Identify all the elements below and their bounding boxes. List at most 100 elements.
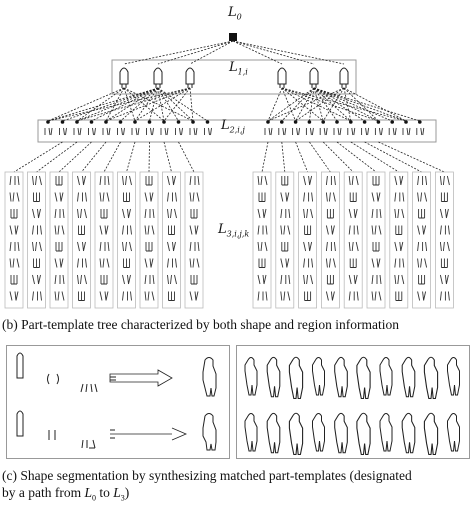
l3-template-shape	[348, 274, 358, 285]
l3-template-shape	[189, 258, 200, 268]
l3-template-shape	[258, 258, 266, 268]
l3-template-shape	[122, 208, 131, 219]
l3-template-shape	[77, 258, 87, 268]
edge-l1-l2	[123, 87, 194, 122]
edge-l1-l2	[281, 87, 296, 122]
edge-l1-l2	[267, 87, 283, 122]
l3-template-shape	[280, 274, 291, 285]
l3-template-shape	[122, 225, 132, 235]
level-label-l0: L0	[228, 5, 242, 22]
l1-templates	[119, 67, 349, 88]
l3-template-shape	[348, 175, 359, 186]
l3-template-shape	[325, 225, 335, 235]
l3-template-shape	[9, 291, 19, 301]
edge-l1-l2	[105, 87, 159, 122]
l3-template-shape	[349, 192, 357, 202]
l2-template-shape	[319, 127, 328, 136]
l3-template-shape	[325, 241, 336, 252]
segmentation-silhouette	[334, 356, 348, 398]
l3-template-shape	[168, 291, 175, 301]
edge-l1-l2	[163, 87, 191, 122]
edge-l1-l2	[313, 87, 420, 122]
l3-template-shape	[280, 192, 290, 202]
l3-column-box	[94, 171, 114, 309]
edge-l1-l2	[313, 87, 393, 122]
part-template-tree	[4, 33, 454, 309]
l3-column-box	[252, 171, 272, 309]
edge-l1-l2	[134, 87, 159, 122]
l1-template-shape	[185, 67, 195, 88]
caption-c-line1: (c) Shape segmentation by synthesizing m…	[2, 468, 412, 483]
l3-template-shape	[439, 175, 450, 186]
l3-template-shape	[167, 192, 177, 202]
edge-l1-l2	[313, 87, 352, 122]
l2-template-shape	[416, 127, 425, 136]
l3-template-shape	[55, 176, 63, 186]
l3-template-shape	[439, 241, 450, 252]
segmentation-results-panel	[236, 345, 470, 459]
l2-template-shape	[88, 127, 96, 136]
segmentation-silhouette	[447, 413, 460, 452]
l3-template-shape	[371, 192, 381, 202]
l3-column-box	[27, 171, 46, 309]
legs-part-template-2	[81, 439, 96, 449]
l2-node-dot	[118, 120, 123, 124]
edge-l2-l3	[103, 141, 121, 173]
l3-template-shape	[54, 274, 65, 285]
l3-template-shape	[371, 208, 382, 219]
l2-node-dot	[280, 120, 284, 124]
l3-template-shape	[99, 192, 110, 202]
l3-template-shape	[371, 291, 382, 301]
l2-node-dot	[266, 120, 270, 124]
l2-template-shape	[44, 127, 53, 136]
l3-template-shape	[189, 241, 200, 252]
l3-template-shape	[32, 274, 41, 285]
l2-template-shape	[361, 127, 370, 136]
caption-c-line2: by a path from L0 to L3)	[2, 485, 130, 503]
silhouette-result	[202, 357, 217, 397]
torso-part-template-2	[48, 430, 56, 440]
l3-template-shape	[372, 176, 380, 186]
l3-template-shape	[77, 175, 86, 186]
l3-template-shape	[394, 258, 405, 268]
l3-template-shape	[257, 208, 267, 219]
legs-part-template	[80, 383, 98, 393]
l3-template-shape	[258, 192, 266, 202]
edge-l2-l3	[126, 141, 136, 173]
segmentation-silhouette	[334, 412, 348, 454]
l3-template-shape	[371, 258, 381, 268]
l3-template-shape	[325, 258, 336, 268]
edge-l1-l2	[123, 87, 136, 122]
synthesis-row-2	[16, 410, 217, 451]
edge-l0-l1	[123, 40, 234, 65]
l3-template-shape	[189, 175, 200, 186]
l3-template-shape	[304, 291, 312, 301]
l1-box	[111, 59, 357, 95]
l2-node-dot	[104, 120, 108, 124]
l3-template-shape	[394, 175, 404, 186]
l2-template-shape	[175, 127, 183, 136]
arrow-dash-2	[110, 429, 115, 439]
l3-template-shape	[122, 175, 132, 186]
head-part-template	[16, 352, 24, 379]
l3-template-shape	[439, 274, 449, 285]
segmentation-silhouette	[266, 356, 281, 398]
l3-template-shape	[348, 241, 359, 252]
l3-template-shape	[440, 192, 448, 202]
segmentation-silhouette	[312, 413, 325, 452]
edge-l2-l3	[148, 141, 150, 173]
l3-template-shape	[372, 242, 380, 252]
l3-template-shape	[122, 291, 132, 301]
l3-template-shape	[54, 258, 64, 268]
l2-template-shape	[292, 127, 301, 136]
l3-column-box	[366, 171, 386, 309]
l3-template-shape	[9, 175, 20, 186]
l3-template-shape	[417, 291, 427, 301]
segmentation-silhouette	[244, 357, 258, 396]
level-label-l1: L1,i	[229, 60, 248, 77]
l1-template-shape	[277, 67, 287, 88]
edge-l2-l3	[322, 141, 354, 173]
l3-template-shape	[257, 175, 268, 186]
level-label-l3: L3,i,j,k	[218, 222, 250, 239]
l3-template-shape	[325, 175, 336, 186]
